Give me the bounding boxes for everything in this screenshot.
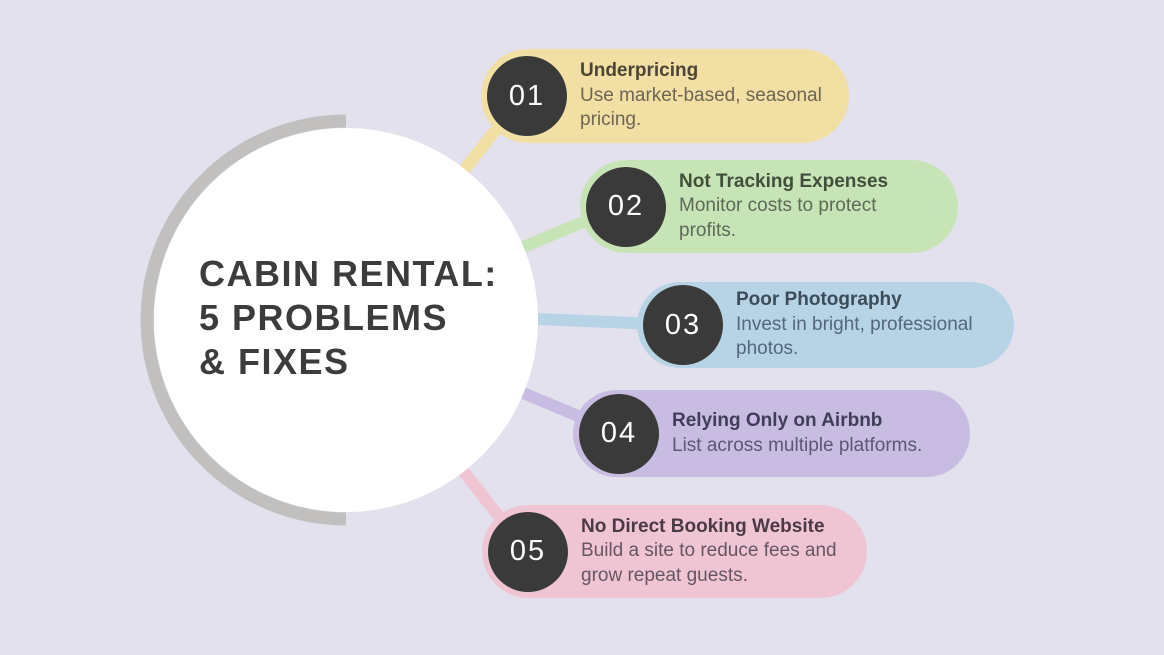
pill-text: Poor Photography Invest in bright, profe… (736, 288, 1004, 362)
center-circle (154, 128, 538, 512)
number-badge: 05 (488, 511, 568, 592)
pill-text: Underpricing Use market-based, seasonal … (580, 59, 836, 133)
pill-title: Relying Only on Airbnb (672, 410, 883, 431)
pill-body: Invest in bright, professional photos. (736, 313, 973, 360)
pill-body: Build a site to reduce fees and grow rep… (581, 540, 837, 586)
problem-pill-airbnb: 04 Relying Only on Airbnb List across mu… (573, 390, 970, 477)
pill-body: Monitor costs to protect profits. (679, 195, 877, 241)
number-badge: 03 (643, 285, 723, 365)
page-title-line: & FIXES (199, 341, 350, 382)
problem-pill-photography: 03 Poor Photography Invest in bright, pr… (637, 282, 1014, 368)
decorative-arc (140, 114, 347, 526)
pill-title: Underpricing (580, 60, 699, 82)
number-badge: 01 (487, 56, 567, 136)
pill-text: Not Tracking Expenses Monitor costs to p… (679, 170, 921, 244)
pill-title: Poor Photography (736, 289, 902, 311)
pill-body: Use market-based, seasonal pricing. (580, 84, 822, 131)
page-title-line: CABIN RENTAL: (199, 253, 498, 294)
pill-body: List across multiple platforms. (672, 434, 923, 456)
problem-pill-underpricing: 01 Underpricing Use market-based, season… (481, 49, 849, 143)
number-badge: 02 (586, 166, 666, 247)
page-title: CABIN RENTAL: 5 PROBLEMS & FIXES (199, 252, 529, 384)
pill-title: Not Tracking Expenses (679, 170, 889, 192)
pill-text: Relying Only on Airbnb List across multi… (672, 409, 964, 458)
problem-pill-expenses: 02 Not Tracking Expenses Monitor costs t… (580, 160, 958, 253)
pill-text: No Direct Booking Website Build a site t… (581, 515, 867, 589)
page-title-line: 5 PROBLEMS (199, 297, 449, 338)
problem-pill-direct-booking: 05 No Direct Booking Website Build a sit… (482, 505, 867, 598)
pill-title: No Direct Booking Website (581, 515, 825, 537)
number-badge: 04 (579, 393, 659, 474)
